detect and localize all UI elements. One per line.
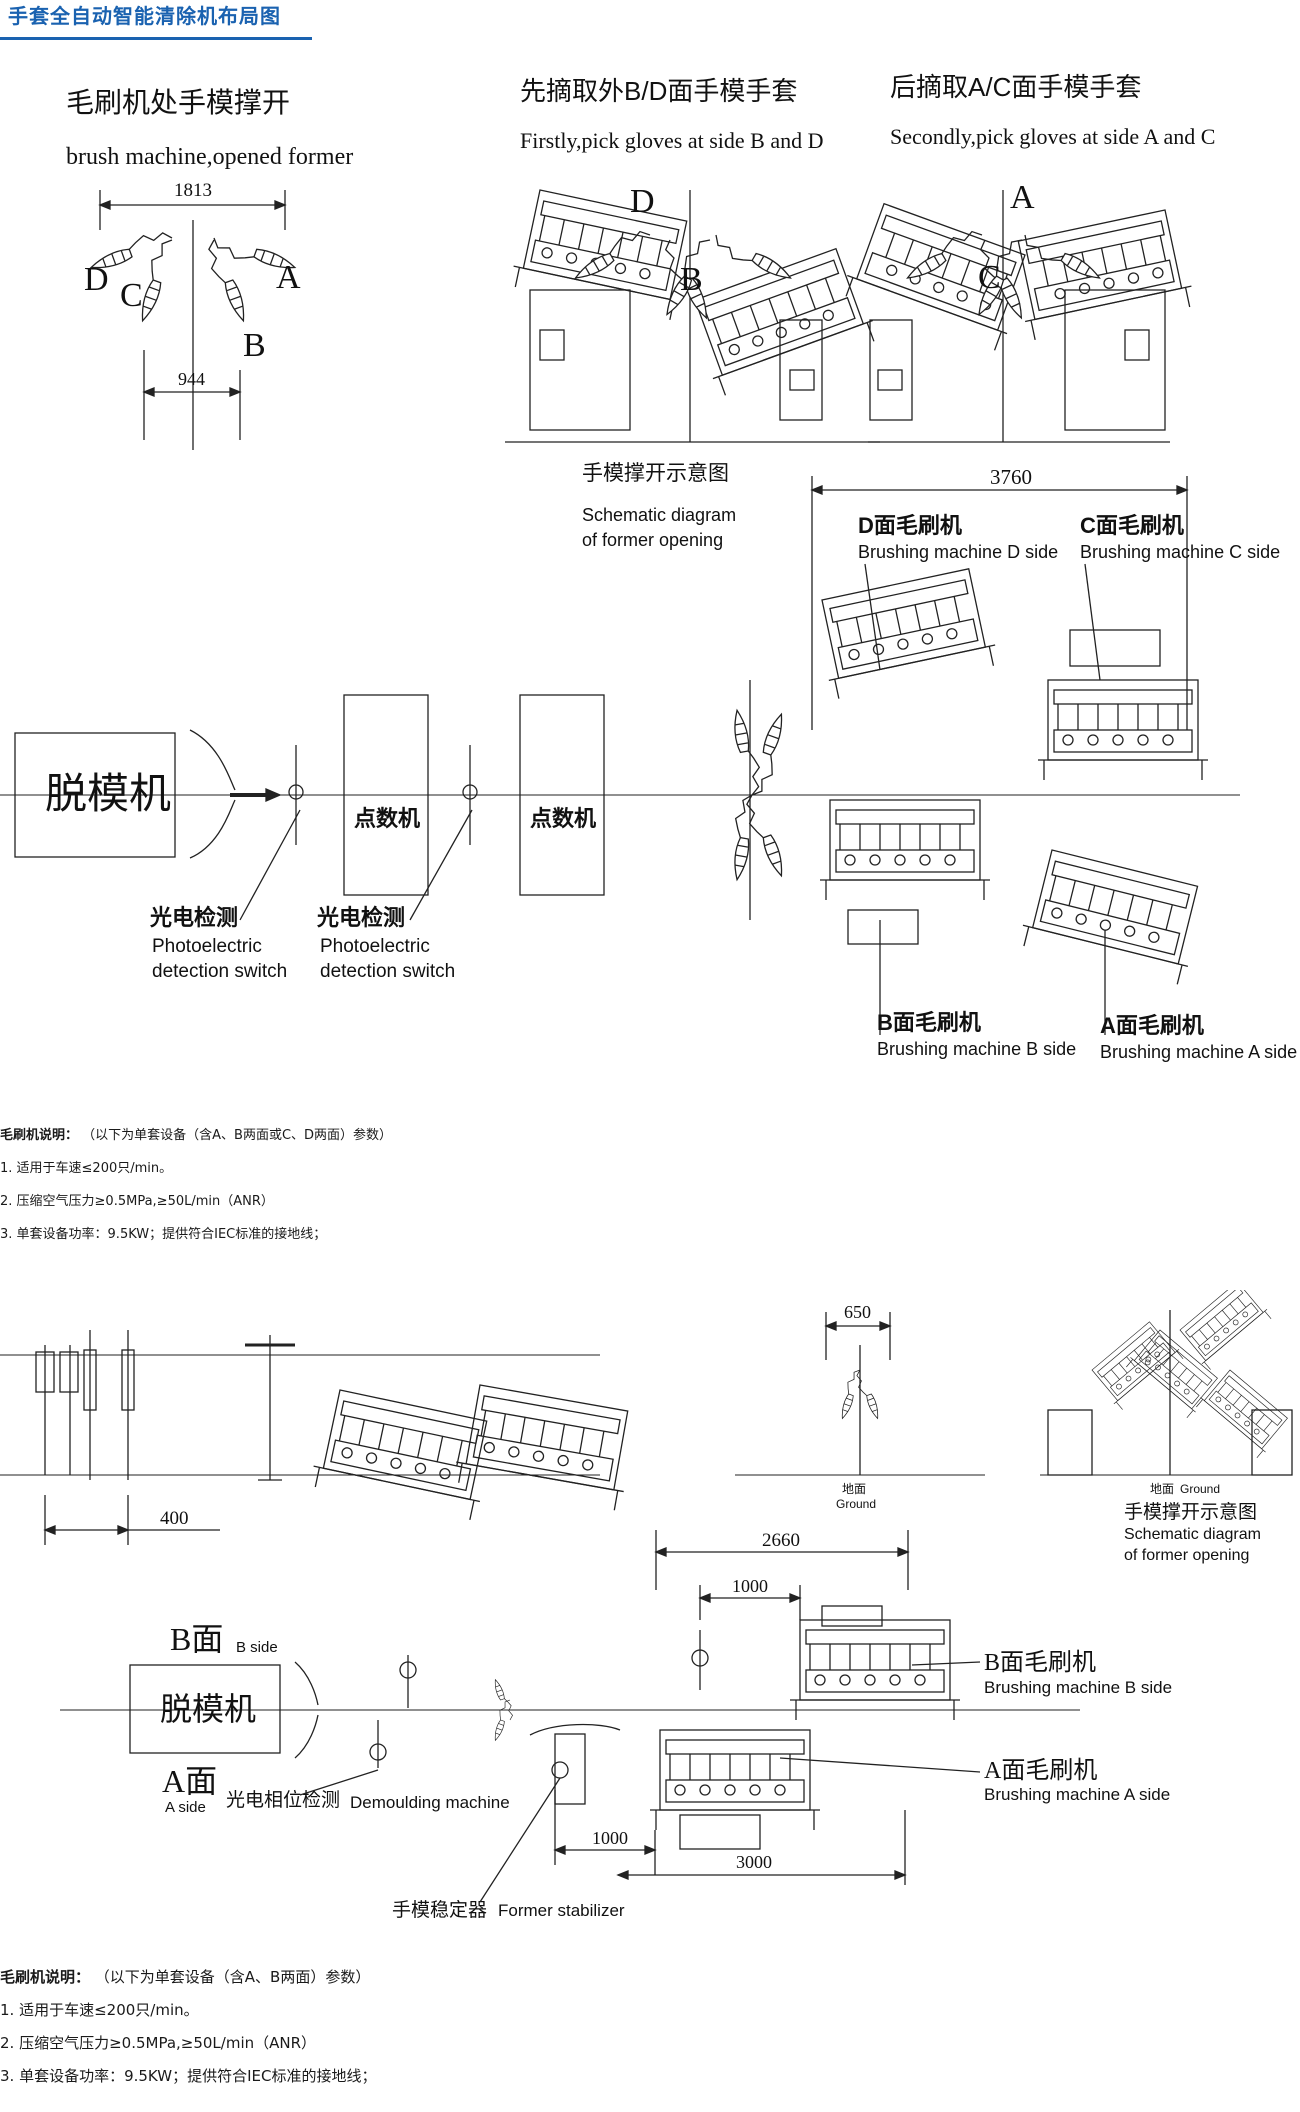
- d-side-en: Brushing machine D side: [858, 542, 1058, 562]
- former-opening-cn: 手模撑开示意图: [582, 462, 729, 485]
- pick-bd-drawing: [505, 187, 881, 443]
- notes2-item: 3. 单套设备功率：9.5KW；提供符合IEC标准的接地线；: [0, 2067, 377, 2085]
- dim-3760: 3760: [990, 465, 1032, 489]
- photo1-en1: Photoelectric: [152, 936, 262, 957]
- notes1-heading: 毛刷机说明： （以下为单套设备（含A、B两面或C、D两面）参数）: [0, 1119, 392, 1152]
- photo1-en2: detection switch: [152, 961, 287, 982]
- a-side-cn: A面毛刷机: [1100, 1013, 1204, 1038]
- notes2-title: 毛刷机说明：: [0, 1968, 91, 1986]
- dim-650: 650: [844, 1302, 871, 1322]
- brush-label-cn: 毛刷机处手模撑开: [66, 87, 290, 118]
- ground-cn-1: 地面: [842, 1482, 866, 1496]
- former-opening-cn-2: 手模撑开示意图: [1124, 1501, 1257, 1523]
- former-opening-en1-2: Schematic diagram: [1124, 1526, 1261, 1543]
- layout-diagram-top: 毛刷机处手模撑开 brush machine,opened former 181…: [0, 72, 1297, 1062]
- b-face-cn: B面: [170, 1621, 223, 1657]
- photo2-cn: 光电检测: [316, 905, 405, 930]
- counter2-label: 点数机: [530, 806, 596, 831]
- b-brush-cn: B面毛刷机: [984, 1649, 1096, 1676]
- side-elevation: [35, 1330, 639, 1522]
- notes1-item: 2. 压缩空气压力≥0.5MPa,≥50L/min（ANR）: [0, 1194, 274, 1209]
- pick-bd-label-cn: 先摘取外B/D面手模手套: [520, 76, 797, 106]
- notes1-item: 1. 适用于车速≤200只/min。: [0, 1161, 173, 1176]
- photo1-cn: 光电检测: [149, 905, 238, 930]
- photo2-en2: detection switch: [320, 961, 455, 982]
- title-underline: [0, 37, 312, 40]
- c-side-en: Brushing machine C side: [1080, 542, 1280, 562]
- dim-944: 944: [178, 369, 205, 389]
- b-side-en: Brushing machine B side: [877, 1039, 1076, 1059]
- former-opening-en2: of former opening: [582, 530, 723, 550]
- layout-diagram-bottom: 400 650 地面 Ground 地面 Ground 手模撑开示意图 Sche…: [0, 1290, 1293, 1921]
- a-face-en: A side: [165, 1799, 206, 1816]
- photo-phase-cn: 光电相位检测: [226, 1789, 340, 1811]
- ground-en-2: Ground: [1180, 1482, 1220, 1496]
- pick-letter-b: B: [680, 261, 703, 298]
- former-letter-a: A: [276, 259, 301, 296]
- pick-ac-label-en: Secondly,pick gloves at side A and C: [890, 124, 1215, 149]
- stabilizer-cn: 手模稳定器: [392, 1899, 487, 1921]
- dim-2660: 2660: [762, 1530, 800, 1551]
- notes2-item: 2. 压缩空气压力≥0.5MPa,≥50L/min（ANR）: [0, 2034, 317, 2052]
- notes2-heading: 毛刷机说明： （以下为单套设备（含A、B两面）参数）: [0, 1961, 376, 1994]
- dim-400: 400: [160, 1508, 189, 1529]
- dim-3000: 3000: [736, 1852, 772, 1872]
- former-letter-b: B: [243, 327, 266, 364]
- b-side-cn: B面毛刷机: [877, 1010, 981, 1035]
- notes-section-1: 毛刷机说明： （以下为单套设备（含A、B两面或C、D两面）参数） 1. 适用于车…: [0, 1119, 392, 1251]
- a-brush-cn: A面毛刷机: [984, 1757, 1097, 1784]
- a-face-cn: A面: [162, 1763, 217, 1799]
- pick-letter-a: A: [1010, 179, 1035, 216]
- notes1-title: 毛刷机说明：: [0, 1128, 79, 1143]
- demould-label-2: 脱模机: [160, 1691, 256, 1727]
- photo2-en1: Photoelectric: [320, 936, 430, 957]
- dim-1813: 1813: [174, 180, 212, 201]
- former-letter-d: D: [84, 261, 109, 298]
- former-letter-c: C: [120, 277, 143, 314]
- brush-label-en: brush machine,opened former: [66, 144, 353, 170]
- notes1-item: 3. 单套设备功率：9.5KW；提供符合IEC标准的接地线；: [0, 1227, 327, 1242]
- pick-letter-d: D: [630, 183, 655, 220]
- pick-ac-drawing: [839, 190, 1197, 443]
- b-brush-en: Brushing machine B side: [984, 1678, 1172, 1697]
- former-opening-en1: Schematic diagram: [582, 505, 736, 525]
- dim-1000-lower: 1000: [592, 1828, 628, 1848]
- page-title: 手套全自动智能清除机布局图: [8, 4, 281, 28]
- notes-section-2: 毛刷机说明： （以下为单套设备（含A、B两面）参数） 1. 适用于车速≤200只…: [0, 1961, 376, 2093]
- notes2-item: 1. 适用于车速≤200只/min。: [0, 2001, 199, 2019]
- demould-en-label: Demoulding machine: [350, 1793, 510, 1812]
- demould-label: 脱模机: [45, 770, 171, 817]
- pick-bd-label-en: Firstly,pick gloves at side B and D: [520, 128, 824, 153]
- pick-letter-c: C: [978, 259, 1001, 296]
- a-brush-en: Brushing machine A side: [984, 1785, 1170, 1804]
- notes2-subtitle: （以下为单套设备（含A、B两面）参数）: [94, 1968, 371, 1986]
- ground-cn-2: 地面: [1150, 1482, 1174, 1496]
- a-side-en: Brushing machine A side: [1100, 1042, 1297, 1062]
- ground-en-1: Ground: [836, 1497, 876, 1511]
- stabilizer-en: Former stabilizer: [498, 1901, 625, 1920]
- counter1-label: 点数机: [354, 806, 420, 831]
- c-side-cn: C面毛刷机: [1080, 513, 1184, 538]
- b-face-en: B side: [236, 1639, 278, 1656]
- dim-1000-upper: 1000: [732, 1576, 768, 1596]
- former-opening-en2-2: of former opening: [1124, 1547, 1249, 1564]
- pick-ac-label-cn: 后摘取A/C面手模手套: [890, 72, 1141, 102]
- d-side-cn: D面毛刷机: [858, 513, 962, 538]
- notes1-subtitle: （以下为单套设备（含A、B两面或C、D两面）参数）: [82, 1128, 393, 1143]
